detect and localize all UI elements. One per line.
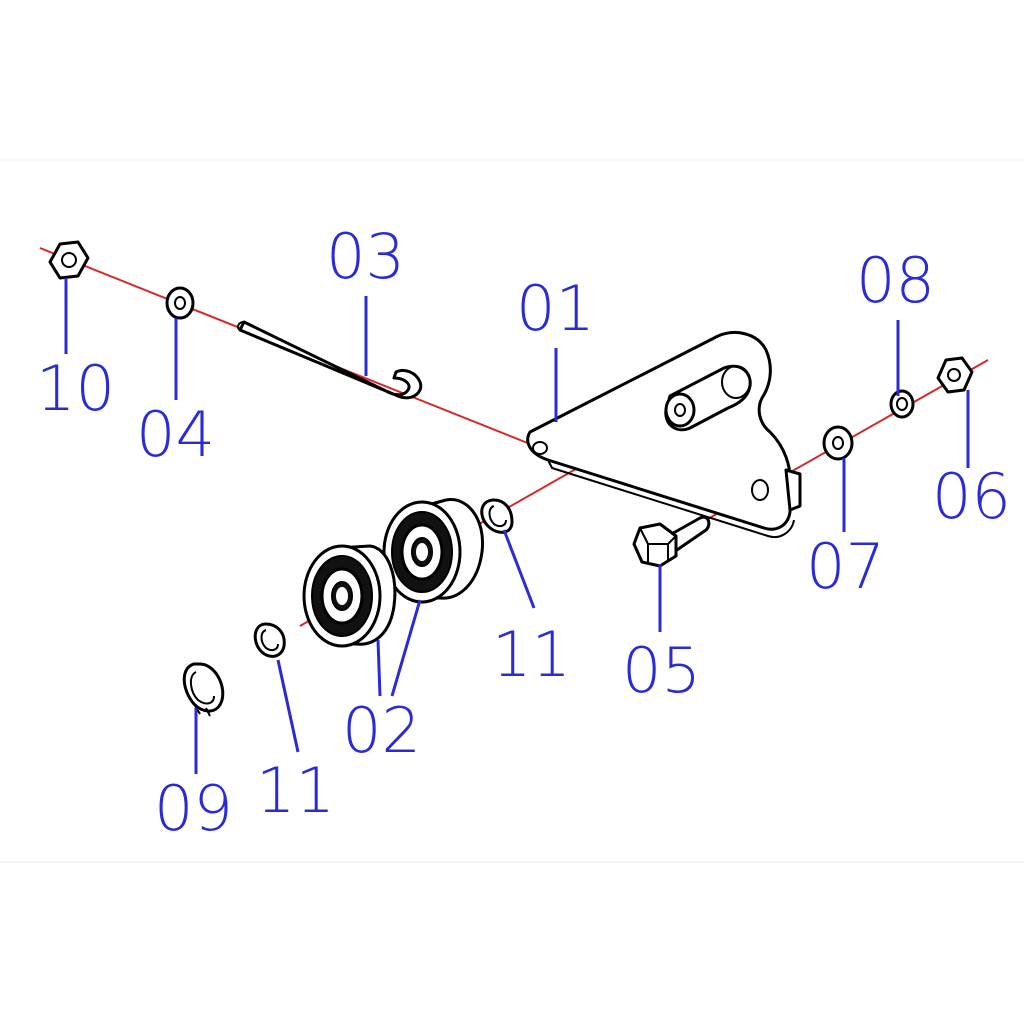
callout-06: 06 bbox=[932, 460, 1011, 533]
callout-10: 10 bbox=[36, 352, 115, 425]
callout-01: 01 bbox=[516, 272, 595, 345]
callout-05: 05 bbox=[622, 634, 701, 707]
leader-11-lower bbox=[276, 659, 300, 753]
callout-09: 09 bbox=[154, 772, 233, 845]
callout-labels: 03 01 08 10 04 06 07 11 05 02 11 09 bbox=[36, 220, 1011, 845]
part-04-washer bbox=[165, 286, 195, 320]
part-11-snap-ring-lower bbox=[253, 622, 286, 658]
part-05-hex-bolt bbox=[632, 515, 711, 568]
part-08-lock-washer bbox=[889, 389, 915, 419]
part-07-washer bbox=[822, 425, 854, 461]
callout-07: 07 bbox=[806, 530, 885, 603]
leader-lines bbox=[64, 278, 970, 774]
leader-02-a bbox=[376, 639, 382, 697]
part-01-bracket bbox=[526, 331, 802, 538]
callout-11-upper: 11 bbox=[492, 618, 571, 691]
leader-02-b bbox=[390, 599, 422, 697]
part-03-hook-rod bbox=[236, 320, 423, 400]
callout-08: 08 bbox=[856, 244, 935, 317]
callout-11-lower: 11 bbox=[256, 754, 335, 827]
part-11-snap-ring-upper bbox=[480, 498, 514, 534]
part-02-bearings bbox=[302, 498, 485, 648]
part-10-nut bbox=[48, 240, 90, 280]
part-09-circlip bbox=[182, 662, 225, 717]
leader-11-upper bbox=[502, 529, 536, 609]
callout-03: 03 bbox=[326, 220, 405, 293]
callout-04: 04 bbox=[136, 398, 215, 471]
part-06-nut bbox=[936, 356, 974, 394]
callout-02: 02 bbox=[342, 694, 421, 767]
